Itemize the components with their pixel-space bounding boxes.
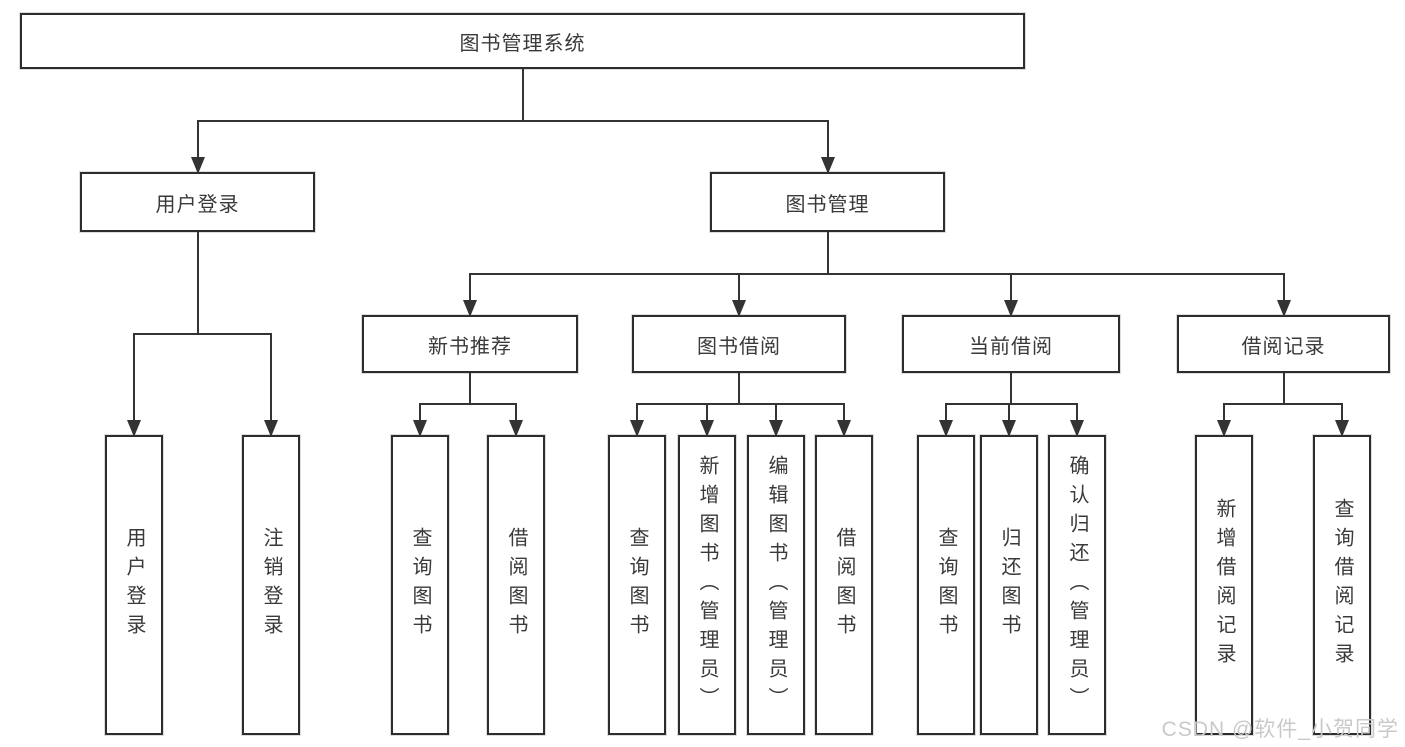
- connector-line: [1076, 404, 1078, 435]
- connector-line: [843, 404, 845, 435]
- arrowhead-icon: [190, 157, 205, 174]
- node-book-mgmt: 图书管理: [710, 172, 945, 232]
- arrowhead-icon: [820, 157, 835, 174]
- node-logout: 注销登录: [242, 435, 300, 735]
- node-label-cb-confirm: 确认归还（管理员）: [1066, 454, 1088, 716]
- connector-line: [196, 120, 829, 122]
- connector-line: [1223, 404, 1225, 435]
- arrowhead-icon: [630, 420, 644, 437]
- node-label-bb-add: 新增图书（管理员）: [696, 454, 718, 716]
- node-current-borrow: 当前借阅: [902, 315, 1120, 373]
- node-br-add: 新增借阅记录: [1195, 435, 1253, 735]
- arrowhead-icon: [837, 420, 851, 437]
- node-label-root: 图书管理系统: [459, 32, 586, 55]
- arrowhead-icon: [509, 420, 523, 437]
- node-label-current-borrow: 当前借阅: [969, 335, 1053, 358]
- arrowhead-icon: [732, 300, 746, 317]
- connector-line: [515, 404, 517, 435]
- node-user-login: 用户登录: [80, 172, 315, 232]
- connector-line: [196, 121, 199, 172]
- node-borrow-records: 借阅记录: [1177, 315, 1390, 373]
- connector-line: [636, 403, 845, 405]
- node-label-br-add: 新增借阅记录: [1213, 498, 1235, 672]
- arrowhead-icon: [700, 420, 714, 437]
- node-label-new-book-rec: 新书推荐: [428, 335, 512, 358]
- connector-line: [469, 274, 471, 315]
- arrowhead-icon: [1276, 300, 1291, 317]
- node-cb-return: 归还图书: [980, 435, 1038, 735]
- node-label-user-login: 用户登录: [155, 193, 240, 216]
- node-label-book-borrow: 图书借阅: [697, 335, 781, 358]
- node-new-book-rec: 新书推荐: [362, 315, 578, 373]
- node-label-book-mgmt: 图书管理: [785, 193, 870, 216]
- node-br-query: 查询借阅记录: [1313, 435, 1371, 735]
- connector-line: [1282, 373, 1285, 404]
- node-bb-edit: 编辑图书（管理员）: [747, 435, 805, 735]
- arrowhead-icon: [264, 420, 278, 437]
- node-cb-confirm: 确认归还（管理员）: [1048, 435, 1106, 735]
- arrowhead-icon: [1217, 420, 1231, 437]
- connector-line: [945, 403, 1078, 405]
- arrowhead-icon: [1070, 420, 1084, 437]
- node-rec-borrow: 借阅图书: [487, 435, 545, 735]
- connector-line: [775, 404, 777, 435]
- node-root: 图书管理系统: [20, 13, 1025, 69]
- node-cb-query: 查询图书: [917, 435, 975, 735]
- connector-line: [133, 333, 272, 335]
- node-label-rec-query: 查询图书: [409, 527, 431, 643]
- node-label-login: 用户登录: [123, 527, 145, 643]
- connector-line: [419, 403, 517, 405]
- node-bb-add: 新增图书（管理员）: [678, 435, 736, 735]
- node-label-cb-query: 查询图书: [935, 527, 957, 643]
- connector-line: [419, 404, 421, 435]
- connector-line: [196, 232, 199, 334]
- node-login: 用户登录: [105, 435, 163, 735]
- connector-line: [738, 274, 740, 315]
- node-label-br-query: 查询借阅记录: [1331, 498, 1353, 672]
- connector-line: [738, 373, 740, 404]
- watermark: CSDN @软件_小贺同学: [1161, 718, 1399, 741]
- node-label-bb-edit: 编辑图书（管理员）: [765, 454, 787, 716]
- connector-line: [1341, 404, 1343, 435]
- arrowhead-icon: [1004, 300, 1018, 317]
- arrowhead-icon: [1002, 420, 1016, 437]
- node-bb-query: 查询图书: [608, 435, 666, 735]
- connector-line: [133, 334, 135, 435]
- node-bb-borrow: 借阅图书: [815, 435, 873, 735]
- connector-line: [636, 404, 638, 435]
- connector-line: [706, 404, 708, 435]
- connector-line: [1223, 403, 1343, 405]
- node-label-bb-borrow: 借阅图书: [833, 527, 855, 643]
- arrowhead-icon: [1335, 420, 1349, 437]
- node-book-borrow: 图书借阅: [632, 315, 846, 373]
- arrowhead-icon: [413, 420, 427, 437]
- connector-line: [1010, 373, 1012, 404]
- connector-line: [521, 69, 524, 121]
- connector-line: [469, 373, 471, 404]
- node-label-rec-borrow: 借阅图书: [505, 527, 527, 643]
- arrowhead-icon: [127, 420, 141, 437]
- connector-line: [826, 232, 829, 274]
- arrowhead-icon: [769, 420, 783, 437]
- node-label-cb-return: 归还图书: [998, 527, 1020, 643]
- node-label-logout: 注销登录: [260, 527, 282, 643]
- connector-line: [826, 121, 829, 172]
- connector-line: [1008, 404, 1010, 435]
- node-rec-query: 查询图书: [391, 435, 449, 735]
- node-label-bb-query: 查询图书: [626, 527, 648, 643]
- connector-line: [1010, 274, 1012, 315]
- connector-line: [270, 334, 272, 435]
- connector-line: [469, 273, 1285, 275]
- connector-line: [1282, 274, 1285, 315]
- node-label-borrow-records: 借阅记录: [1241, 335, 1326, 358]
- arrowhead-icon: [463, 300, 477, 317]
- arrowhead-icon: [939, 420, 953, 437]
- connector-line: [945, 404, 947, 435]
